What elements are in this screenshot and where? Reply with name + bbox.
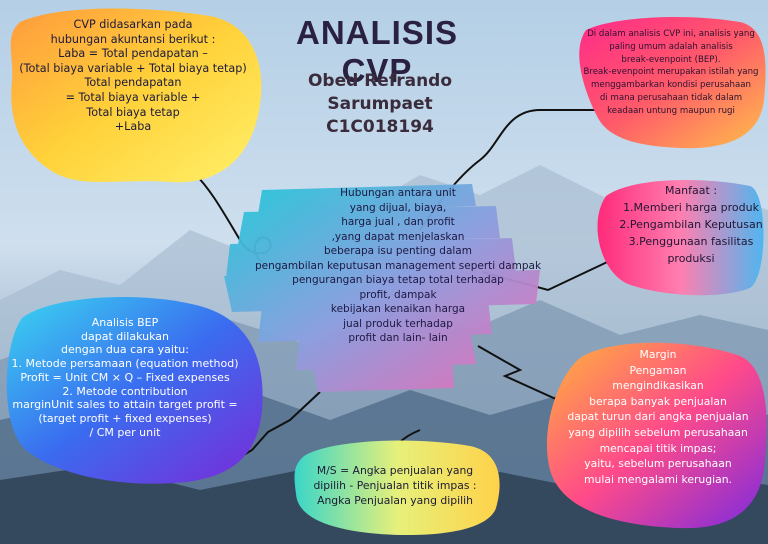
node-benefits: Manfaat : 1.Memberi harga produk 2.Penga… bbox=[619, 184, 763, 265]
node-cvp-formula: CVP didasarkan pada hubungan akuntansi b… bbox=[19, 18, 247, 134]
node-ms-formula: M/S = Angka penjualan yang dipilih - Pen… bbox=[313, 464, 477, 507]
blob-left bbox=[6, 296, 263, 484]
node-bep-definition: Di dalam analisis CVP ini, analisis yang… bbox=[583, 29, 759, 116]
author-name: Obed Refrando Sarumpaet bbox=[307, 71, 453, 114]
blob-top-right bbox=[579, 16, 766, 149]
blob-bottom bbox=[294, 440, 500, 535]
blob-top-left bbox=[10, 8, 262, 183]
author-id: C1C018194 bbox=[326, 117, 434, 137]
page-title: ANALISIS CVP bbox=[295, 14, 458, 89]
author-block: Obed Refrando Sarumpaet C1C018194 bbox=[262, 70, 498, 139]
node-central-definition: Hubungan antara unit yang dijual, biaya,… bbox=[254, 187, 542, 344]
blob-right bbox=[597, 180, 764, 296]
node-safety-margin: Margin Pengaman mengindikasikan berapa b… bbox=[567, 348, 749, 486]
blob-center bbox=[224, 184, 540, 392]
blob-bottom-right bbox=[546, 342, 767, 529]
node-bep-methods: Analisis BEP dapat dilakukan dengan dua … bbox=[11, 316, 239, 439]
